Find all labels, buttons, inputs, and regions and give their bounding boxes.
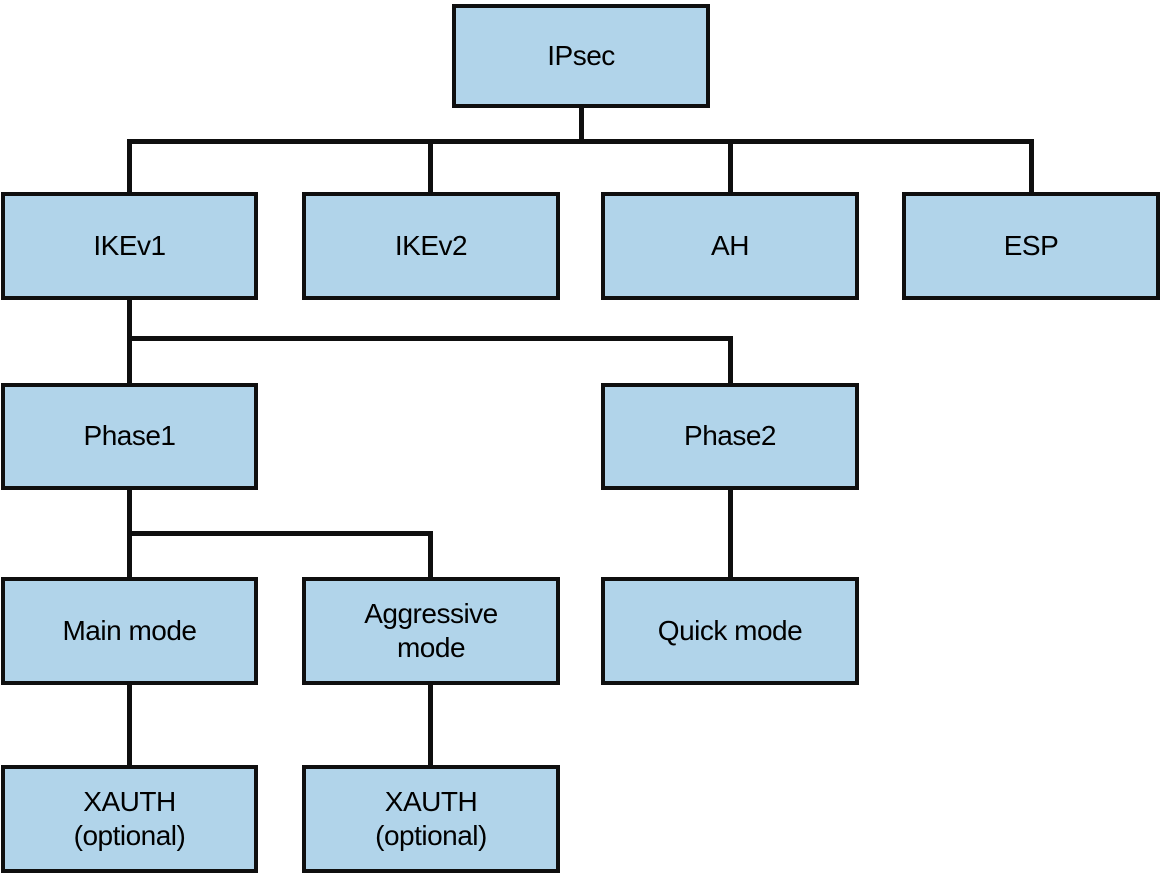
node-aggressive-mode: Aggressive mode xyxy=(302,577,560,685)
node-xauth-aggressive: XAUTH (optional) xyxy=(302,765,560,873)
node-phase2: Phase2 xyxy=(601,383,859,490)
node-esp: ESP xyxy=(902,192,1160,300)
node-main-mode-label: Main mode xyxy=(62,614,197,646)
node-ikev1-label: IKEv1 xyxy=(93,229,166,261)
node-phase1: Phase1 xyxy=(1,383,258,490)
node-xauth-aggressive-label: XAUTH (optional) xyxy=(375,785,487,851)
connector-drop-esp xyxy=(1029,142,1034,192)
node-ipsec-label: IPsec xyxy=(547,39,615,71)
node-ikev1: IKEv1 xyxy=(1,192,258,300)
node-ah: AH xyxy=(601,192,859,300)
connector-drop-phase2 xyxy=(728,339,733,383)
connector-drop-ah xyxy=(728,142,733,192)
connector-aggressive-to-xauth xyxy=(428,683,433,765)
connector-ipsec-stub xyxy=(579,106,584,142)
connector-mode-horizontal xyxy=(127,531,433,536)
node-ikev2-label: IKEv2 xyxy=(394,229,468,261)
connector-main-to-xauth xyxy=(127,683,132,765)
node-ipsec: IPsec xyxy=(452,4,710,108)
node-xauth-main: XAUTH (optional) xyxy=(1,765,258,873)
connector-drop-ikev1 xyxy=(127,142,132,192)
node-quick-mode: Quick mode xyxy=(601,577,859,685)
node-quick-mode-label: Quick mode xyxy=(657,614,803,646)
node-ikev2: IKEv2 xyxy=(302,192,560,300)
connector-phase2-to-quick xyxy=(728,488,733,577)
connector-drop-ikev2 xyxy=(428,142,433,192)
node-esp-label: ESP xyxy=(1003,229,1059,261)
node-main-mode: Main mode xyxy=(1,577,258,685)
node-xauth-main-label: XAUTH (optional) xyxy=(73,785,186,851)
node-aggressive-mode-label: Aggressive mode xyxy=(364,597,498,663)
node-phase2-label: Phase2 xyxy=(684,420,776,452)
connector-drop-aggressive xyxy=(428,534,433,577)
node-phase1-label: Phase1 xyxy=(83,420,176,452)
connector-row2-horizontal xyxy=(127,139,1034,144)
connector-phase-horizontal xyxy=(127,336,733,341)
node-ah-label: AH xyxy=(711,229,749,261)
